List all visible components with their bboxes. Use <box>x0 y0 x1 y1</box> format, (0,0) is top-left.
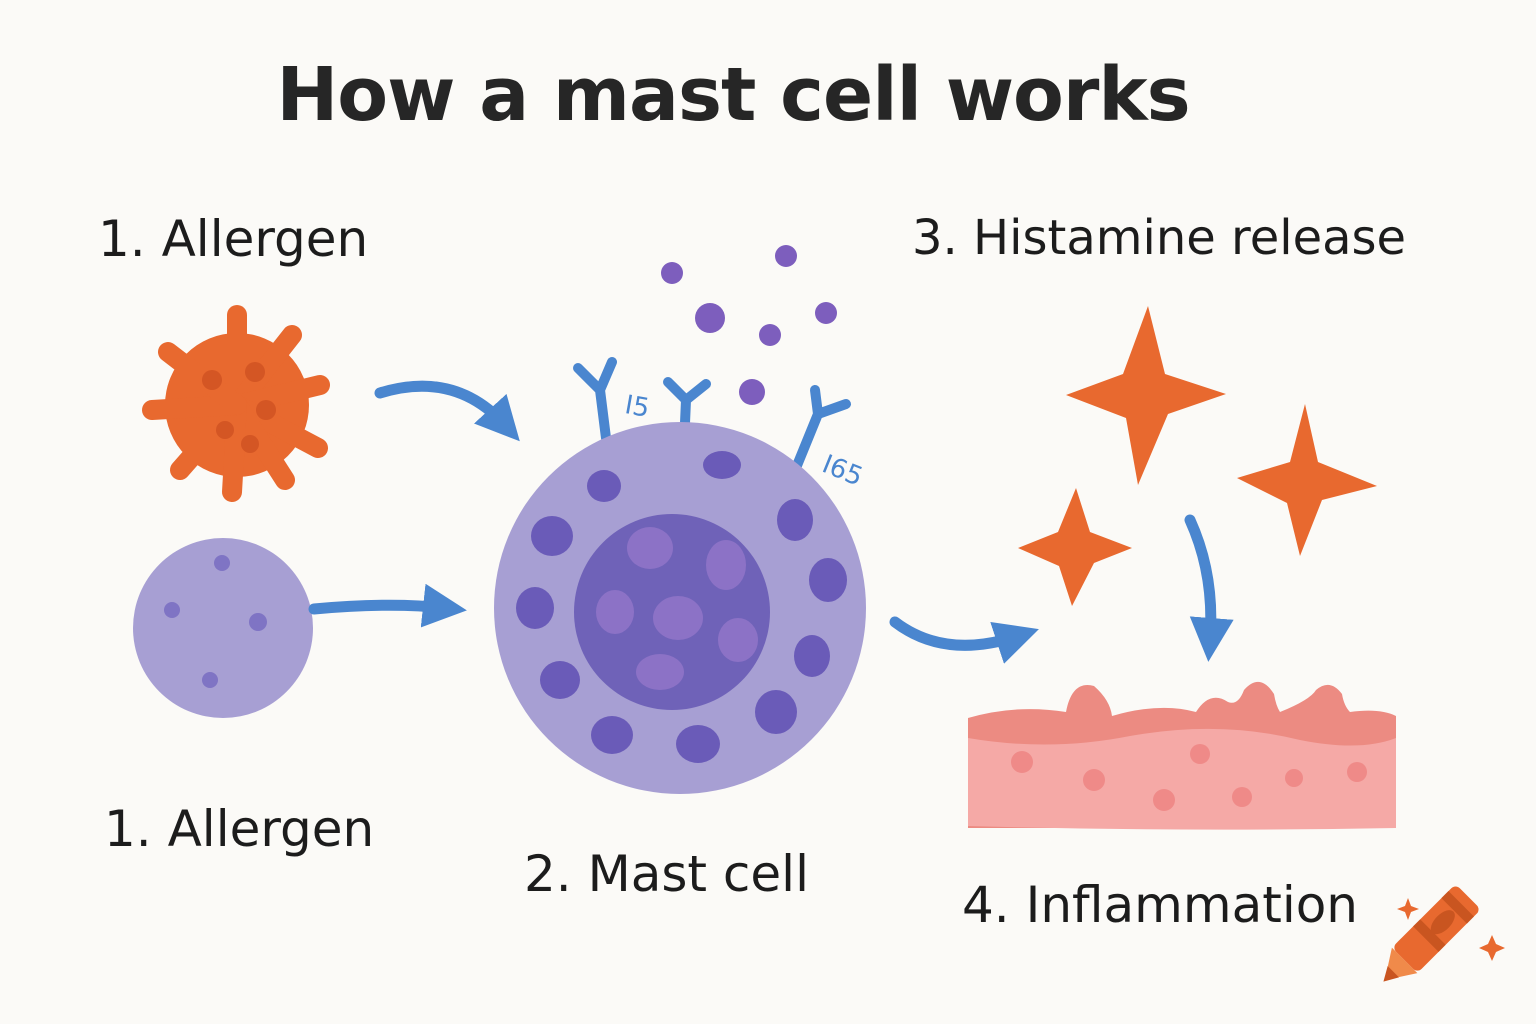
receptor-tag-left: I5 <box>622 390 652 424</box>
page-title: How a mast cell works <box>276 52 1190 138</box>
histamine-star-icon <box>1018 306 1377 606</box>
step-4-label: 4. Inflammation <box>962 876 1358 934</box>
histamine-star-large <box>1066 306 1226 485</box>
step-1-label-bottom: 1. Allergen <box>104 800 375 858</box>
released-granules <box>661 245 837 405</box>
allergen-cell-icon <box>133 538 313 718</box>
arrow-cell-to-mast-cell <box>308 583 467 628</box>
step-2-label: 2. Mast cell <box>524 845 809 903</box>
allergen-virus-icon <box>142 305 330 502</box>
arrow-allergen-to-mast-cell <box>374 380 520 442</box>
histamine-star-right <box>1237 404 1377 556</box>
tissue-icon <box>968 681 1396 830</box>
histamine-star-small <box>1018 488 1132 606</box>
flow-arrows <box>308 380 1234 664</box>
crayon-icon <box>1383 886 1505 982</box>
step-3-label: 3. Histamine release <box>912 210 1407 266</box>
mast-cell-icon <box>494 422 866 794</box>
arrow-histamine-to-tissue <box>1184 514 1234 662</box>
arrow-mast-cell-to-histamine <box>889 616 1039 664</box>
step-1-label-top: 1. Allergen <box>98 210 369 268</box>
